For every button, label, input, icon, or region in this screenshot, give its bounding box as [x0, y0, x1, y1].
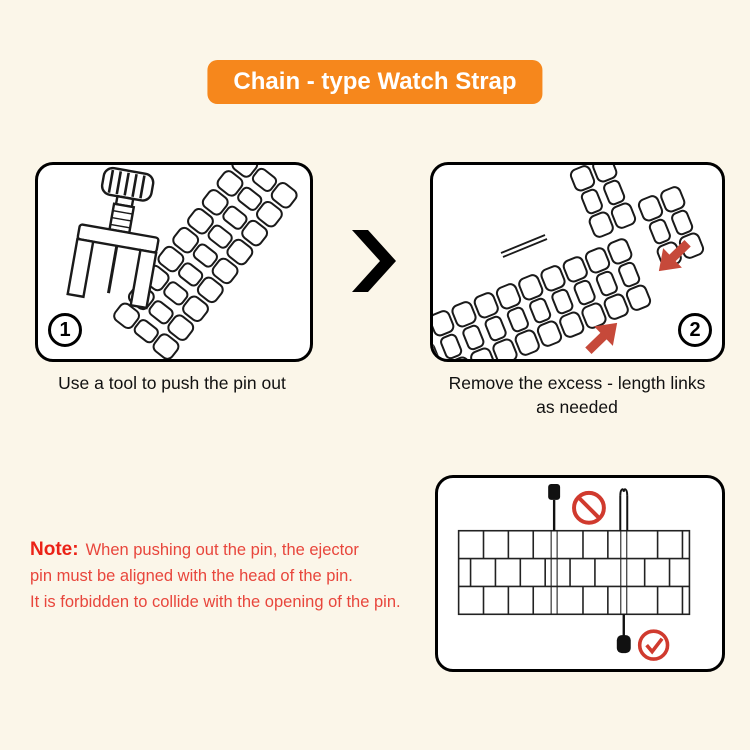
- fork-pin: [619, 488, 629, 531]
- prohibition-icon: [572, 490, 606, 525]
- note: Note: When pushing out the pin, the eject…: [30, 537, 470, 615]
- note-line: Note: When pushing out the pin, the eject…: [30, 537, 470, 563]
- pin-removal-tool-illustration: [66, 165, 301, 359]
- watch-band: [433, 236, 653, 359]
- check-icon: [637, 629, 670, 661]
- watch-strap: [457, 529, 691, 616]
- title-banner: Chain - type Watch Strap: [207, 60, 543, 104]
- right-chevron-icon: [352, 230, 396, 292]
- spring-bar-pin: [500, 234, 548, 258]
- step2-caption: Remove the excess - length links as need…: [448, 373, 706, 417]
- note-line-text: When pushing out the pin, the ejector: [85, 541, 359, 559]
- step1-number-badge: 1: [48, 313, 82, 347]
- ejector-pin-top: [548, 483, 561, 531]
- note-line: pin must be aligned with the head of the…: [30, 567, 353, 585]
- note-label: Note:: [30, 539, 79, 560]
- page-title: Chain - type Watch Strap: [233, 68, 517, 95]
- note-line: It is forbidden to collide with the open…: [30, 593, 401, 611]
- step1-caption: Use a tool to push the pin out: [58, 373, 286, 393]
- step2-number: 2: [689, 318, 701, 341]
- pin-alignment-illustration: [457, 483, 691, 661]
- step2-number-badge: 2: [678, 313, 712, 347]
- links-removal-illustration: [433, 165, 706, 359]
- step2-panel: 2: [430, 162, 725, 362]
- removed-links: [568, 165, 638, 240]
- ejector-pin-bottom: [616, 614, 631, 654]
- link-remover-tool: [66, 166, 160, 310]
- pin-alignment-panel: [435, 475, 725, 672]
- step1-number: 1: [59, 318, 71, 341]
- step1-panel: 1: [35, 162, 313, 362]
